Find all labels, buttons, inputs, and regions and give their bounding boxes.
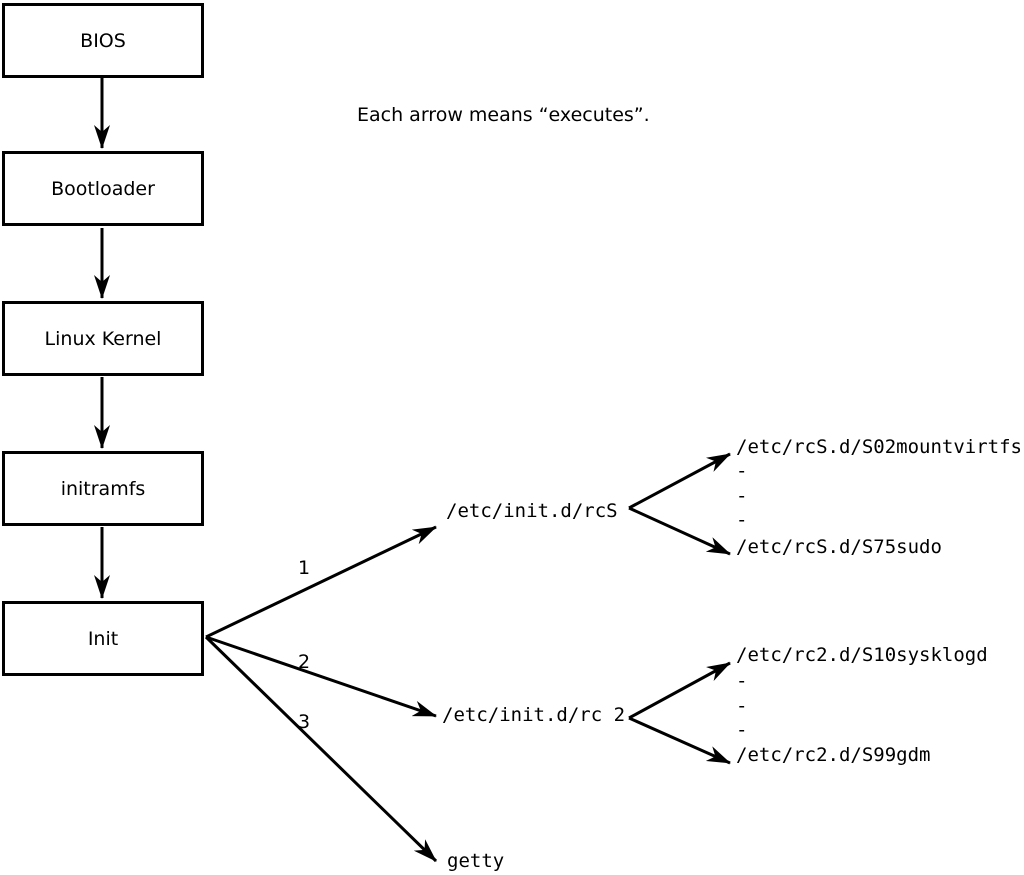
arrow-init-to-rcs xyxy=(205,525,437,639)
arrow-rcs-to-s02mountvirtfs xyxy=(628,452,731,510)
flow-box-bios-label: BIOS xyxy=(80,29,126,52)
flow-box-init-label: Init xyxy=(87,627,119,650)
flow-box-initramfs-label: initramfs xyxy=(60,477,146,500)
arrow-rc2-to-s99gdm xyxy=(628,716,731,765)
arrow-rcs-to-s75sudo xyxy=(628,506,731,556)
flow-box-init: Init xyxy=(2,601,204,676)
node-rcs-first-script: /etc/rcS.d/S02mountvirtfs xyxy=(736,436,1022,458)
node-rc2-last-script: /etc/rc2.d/S99gdm xyxy=(736,744,931,766)
legend-note: Each arrow means “executes”. xyxy=(357,104,650,126)
node-rc2-ellipsis-dash: - xyxy=(736,670,748,692)
node-rcs-ellipsis-dash: - xyxy=(736,485,748,507)
flow-box-bios: BIOS xyxy=(2,3,204,78)
arrow-rc2-to-s10sysklogd xyxy=(628,661,731,720)
arrow-init-to-getty xyxy=(204,635,438,863)
node-init-d-rcs: /etc/init.d/rcS xyxy=(446,500,618,522)
flow-box-initramfs: initramfs xyxy=(2,451,204,526)
node-rc2-first-script: /etc/rc2.d/S10sysklogd xyxy=(736,644,988,666)
arrow-init-to-rc2 xyxy=(205,635,437,718)
branch-order-1: 1 xyxy=(298,557,311,579)
node-rc2-ellipsis-dash: - xyxy=(736,719,748,741)
node-init-d-rc2: /etc/init.d/rc 2 xyxy=(442,704,626,726)
node-rc2-ellipsis-dash: - xyxy=(736,695,748,717)
node-rcs-ellipsis-dash: - xyxy=(736,509,748,531)
flow-box-linux-kernel: Linux Kernel xyxy=(2,301,204,376)
flow-box-bootloader: Bootloader xyxy=(2,151,204,226)
node-getty: getty xyxy=(447,850,505,872)
flow-box-bootloader-label: Bootloader xyxy=(51,177,155,200)
branch-order-2: 2 xyxy=(298,651,311,673)
flow-box-linux-kernel-label: Linux Kernel xyxy=(44,327,162,350)
branch-order-3: 3 xyxy=(298,711,311,733)
node-rcs-last-script: /etc/rcS.d/S75sudo xyxy=(736,536,942,558)
node-rcs-ellipsis-dash: - xyxy=(736,460,748,482)
